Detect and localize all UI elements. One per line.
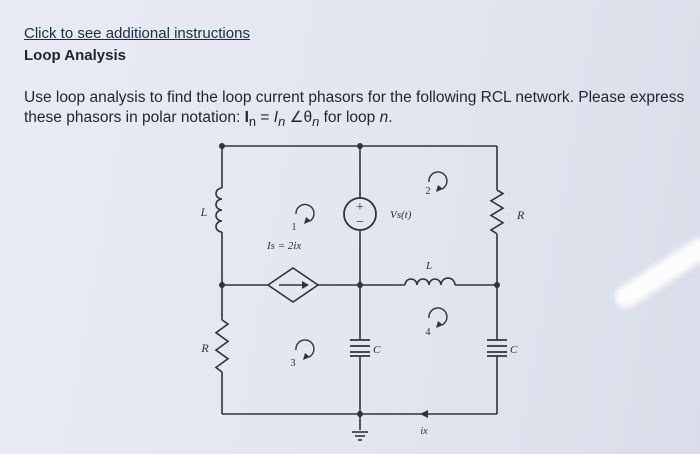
equals-sign: =: [256, 109, 274, 126]
node-bottom-middle: [357, 411, 363, 417]
node-middle-right: [494, 282, 500, 288]
node-top-left: [219, 143, 225, 149]
problem-statement: Use loop analysis to find the loop curre…: [24, 88, 700, 132]
node-center: [357, 282, 363, 288]
left-inductor: [215, 187, 223, 233]
problem-line-2: these phasors in polar notation: In = In…: [24, 108, 700, 132]
voltage-source-minus: −: [356, 215, 364, 230]
loop-4-arrowhead: [436, 321, 443, 328]
magnitude-subscript: n: [278, 114, 286, 130]
problem-line-1: Use loop analysis to find the loop curre…: [24, 89, 685, 106]
node-top-middle: [357, 143, 363, 149]
loop-4-label: 4: [426, 327, 431, 338]
loop-3-label: 3: [291, 358, 296, 369]
loop-2-label: 2: [426, 186, 431, 197]
middle-capacitor: [350, 339, 370, 357]
additional-instructions-link[interactable]: Click to see additional instructions: [24, 25, 250, 42]
right-resistor-label: R: [516, 208, 525, 222]
left-resistor: [214, 319, 230, 373]
loop-1-label: 1: [292, 222, 297, 233]
circuit-wires: [221, 145, 498, 430]
node-middle-left: [219, 282, 225, 288]
dependent-current-source: [266, 267, 320, 303]
middle-inductor-label: L: [425, 260, 432, 272]
middle-inductor: [404, 277, 456, 286]
left-inductor-label: L: [200, 205, 208, 219]
problem-line-2-suffix: for loop: [319, 109, 380, 126]
loop-1-arrowhead: [304, 217, 311, 224]
angle-subscript: n: [312, 114, 320, 130]
voltage-source-plus: +: [356, 200, 364, 215]
ix-arrow: [420, 410, 428, 418]
angle-symbol: ∠θ: [285, 109, 313, 126]
loop-arrowheads: [303, 185, 443, 360]
voltage-source: [343, 197, 377, 231]
phasor-subscript: n: [248, 114, 257, 130]
current-source-arrow-head: [302, 281, 309, 289]
circuit-nodes: [219, 143, 500, 417]
loop-arrows: [295, 171, 448, 358]
magnitude-symbol: I: [273, 109, 279, 126]
right-resistor: [489, 189, 505, 235]
right-capacitor: [487, 339, 507, 357]
period: .: [388, 109, 393, 126]
loop-2-arrowhead: [436, 185, 443, 192]
loop-2-arc: [428, 171, 448, 190]
middle-capacitor-label: C: [373, 344, 381, 356]
ix-label: ix: [420, 426, 428, 437]
ground-symbol: [352, 431, 368, 441]
section-title: Loop Analysis: [24, 47, 126, 64]
loop-3-arc: [295, 339, 315, 358]
phasor-symbol: I: [244, 109, 249, 126]
loop-4-arc: [428, 307, 448, 326]
loop-1-arc: [295, 203, 315, 222]
right-capacitor-label: C: [510, 344, 518, 356]
current-source-label: Is = 2ix: [266, 240, 301, 252]
voltage-source-label: Vs(t): [390, 209, 412, 221]
left-resistor-label: R: [200, 341, 209, 355]
problem-line-2-prefix: these phasors in polar notation:: [24, 109, 245, 126]
loop-variable: n: [379, 109, 389, 126]
loop-3-arrowhead: [303, 353, 310, 360]
